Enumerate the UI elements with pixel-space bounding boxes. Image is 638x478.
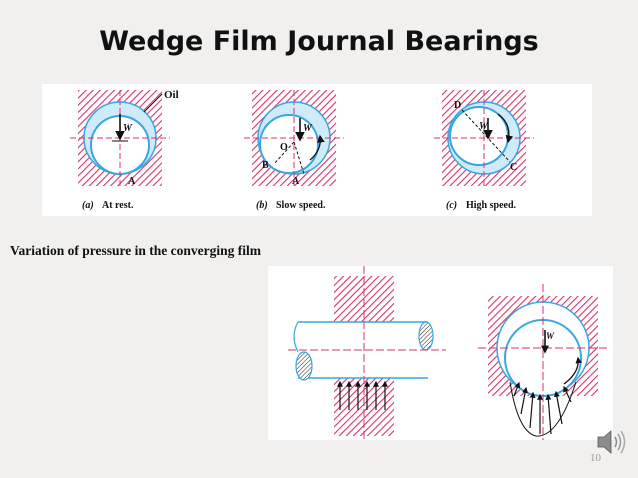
load-label: W: [303, 123, 313, 134]
pressure-figure: W: [268, 266, 613, 440]
rotation-arrow: [497, 113, 514, 144]
point-a-label: A: [128, 176, 136, 187]
caption-a: At rest.: [102, 200, 134, 211]
caption-a-tag: (a): [82, 200, 94, 211]
section-subtitle: Variation of pressure in the converging …: [10, 243, 261, 258]
speaker-icon[interactable]: [592, 422, 632, 462]
slide-title: Wedge Film Journal Bearings: [99, 26, 539, 57]
shaft-end-left-curve: [293, 321, 299, 353]
caption-b-tag: (b): [256, 200, 268, 211]
end-view: W: [478, 284, 608, 440]
load-label: W: [479, 121, 489, 132]
point-c-label: C: [510, 162, 517, 173]
point-b-label: B: [262, 160, 269, 171]
side-view: [288, 266, 446, 440]
line-oa: [293, 141, 305, 175]
bearing-high-speed: W D C (c) High speed.: [434, 90, 534, 211]
bearing-slow-speed: W O B A (b) Slow speed.: [244, 90, 344, 211]
shaft-end-right: [418, 321, 434, 351]
pressure-diagram: W: [288, 266, 608, 440]
shaft-end-left: [295, 351, 313, 381]
load-label: W: [123, 123, 133, 134]
bearing-states-diagram: Oil W A (a) At rest. W O B A (b) Slow sp…: [70, 89, 534, 211]
point-a-label: A: [292, 176, 300, 187]
oil-leader: [143, 93, 163, 113]
caption-c: High speed.: [466, 200, 517, 211]
caption-b: Slow speed.: [276, 200, 326, 211]
oil-label: Oil: [164, 89, 179, 101]
point-d-label: D: [454, 100, 461, 111]
page-number: 10: [590, 452, 601, 464]
journal: [259, 114, 319, 174]
bearing-at-rest: Oil W A (a) At rest.: [70, 89, 179, 211]
load-label: W: [546, 331, 555, 341]
rotation-arrow: [563, 356, 582, 385]
bearing-states-figure: Oil W A (a) At rest. W O B A (b) Slow sp…: [42, 84, 592, 216]
center-o-label: O: [280, 142, 288, 153]
pressure-envelope: [509, 381, 577, 437]
pressure-arrows-side: [337, 380, 388, 410]
caption-c-tag: (c): [446, 200, 457, 211]
pressure-arrows-end: [513, 381, 572, 435]
rotation-arrow: [309, 134, 325, 161]
